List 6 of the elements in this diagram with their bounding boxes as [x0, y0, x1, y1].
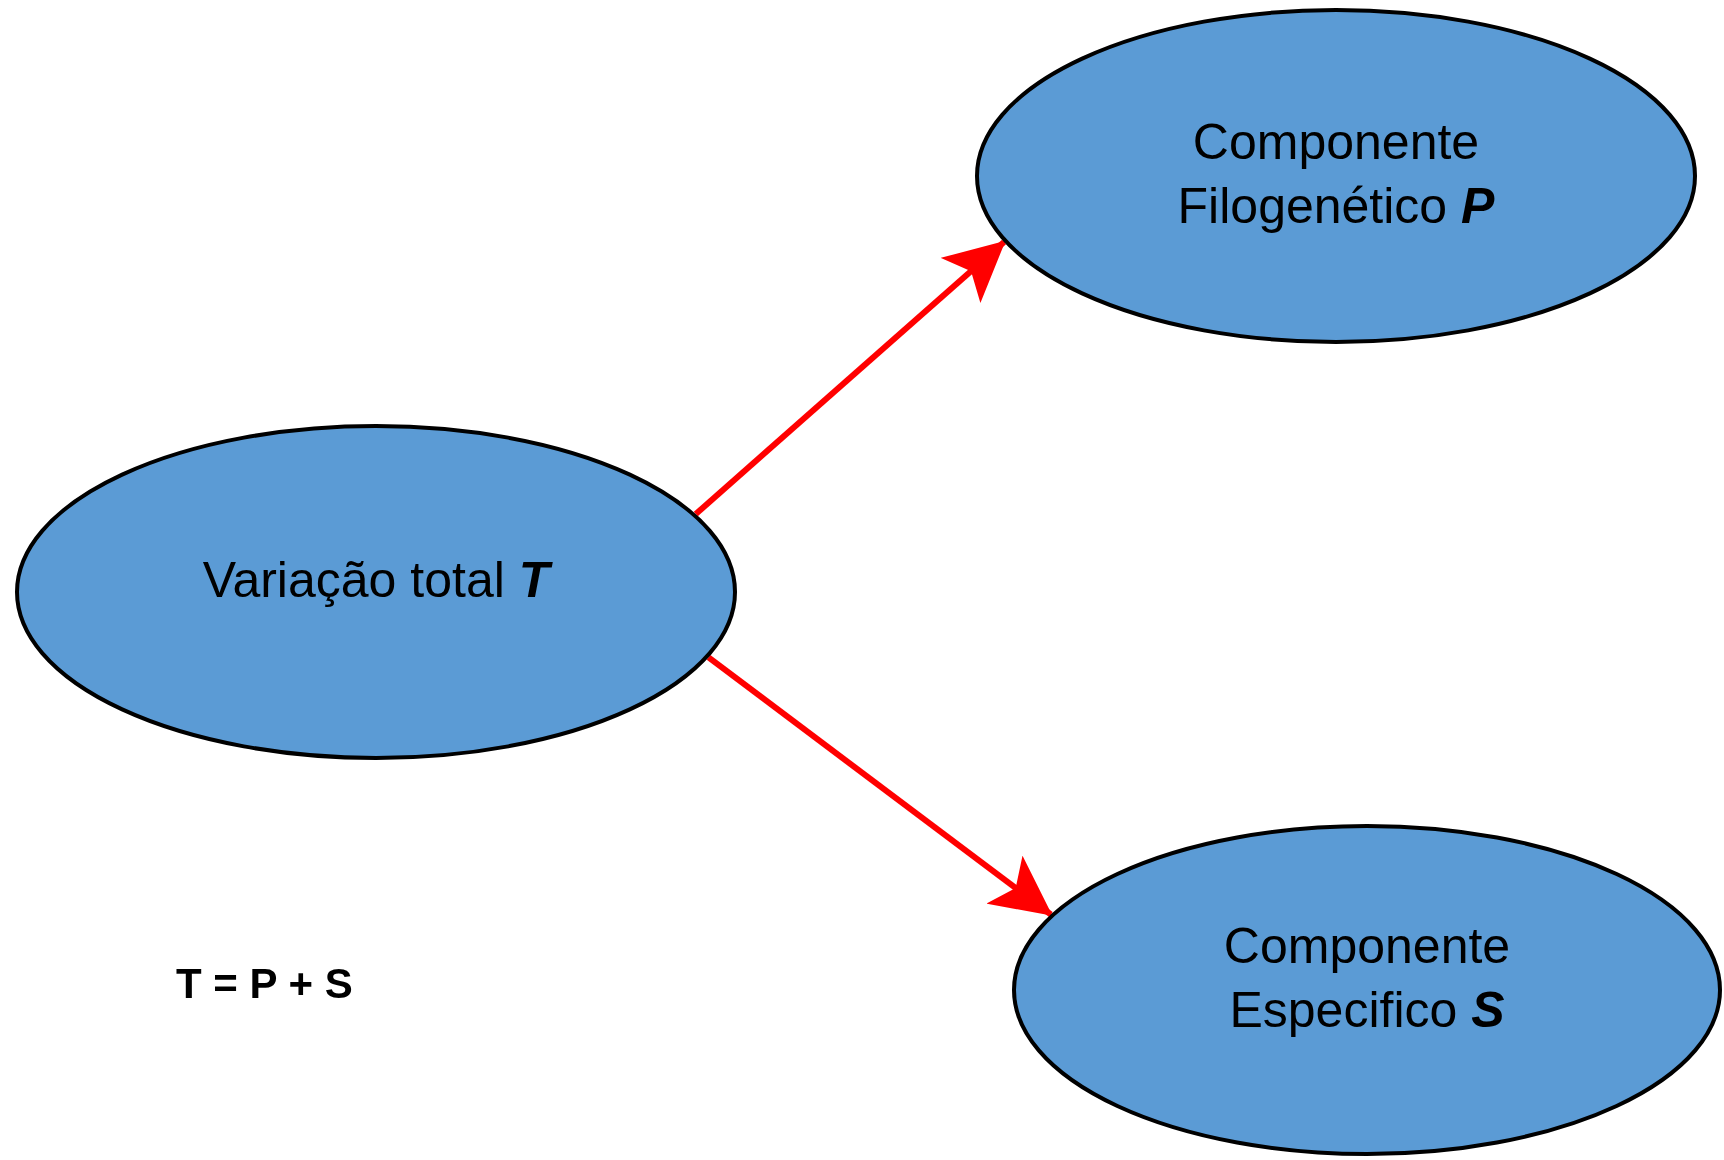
node-label: Componente Especifico S	[1222, 917, 1512, 1040]
equation-text: T = P + S	[176, 960, 353, 1008]
node-label: Componente Filogenético P	[1176, 113, 1496, 236]
arrow	[706, 655, 1053, 917]
arrow	[693, 239, 1007, 517]
node-label: Variação total T	[136, 548, 616, 612]
